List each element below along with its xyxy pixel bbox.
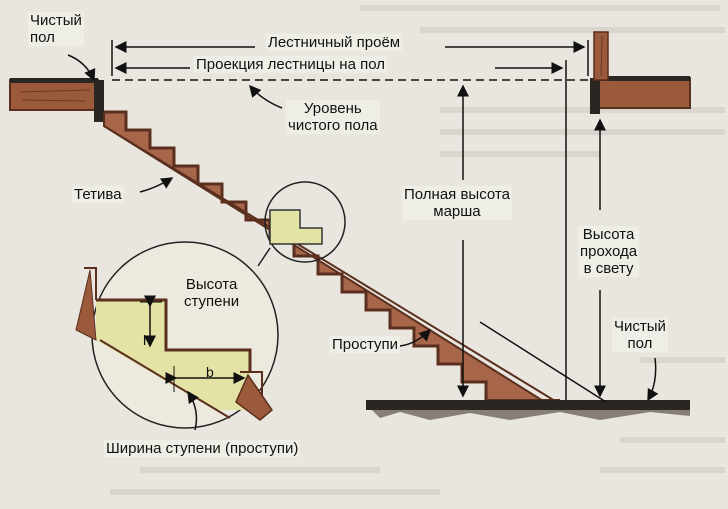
label-clean-floor-top: Чистый пол xyxy=(28,12,84,46)
label-stringer: Тетива xyxy=(72,186,124,203)
label-clean-floor-bottom: Чистый пол xyxy=(612,318,668,352)
headroom-dimension xyxy=(479,118,607,403)
stair-stringer xyxy=(103,110,561,406)
label-stair-opening: Лестничный проём xyxy=(266,34,403,51)
curved-leader-icon xyxy=(67,54,659,431)
label-b-symbol: b xyxy=(206,364,214,380)
label-clear-headroom: Высота прохода в свету xyxy=(578,226,640,277)
label-h-symbol: h xyxy=(143,332,151,348)
upper-floor-right xyxy=(590,31,691,114)
label-stair-projection: Проекция лестницы на пол xyxy=(194,56,387,73)
label-full-flight-height: Полная высота марша xyxy=(402,186,512,220)
upper-floor-left xyxy=(9,78,104,122)
lower-floor xyxy=(366,400,690,420)
magnifier-circle-large xyxy=(75,241,279,429)
stair-opening-dimension xyxy=(111,40,589,400)
label-clean-floor-level: Уровень чистого пола xyxy=(286,100,380,134)
label-step-height: Высота ступени xyxy=(184,276,240,310)
label-treads: Проступи xyxy=(330,336,401,353)
label-step-width: Ширина ступени (проступи) xyxy=(104,440,301,457)
magnifier-circle-small xyxy=(264,181,346,263)
